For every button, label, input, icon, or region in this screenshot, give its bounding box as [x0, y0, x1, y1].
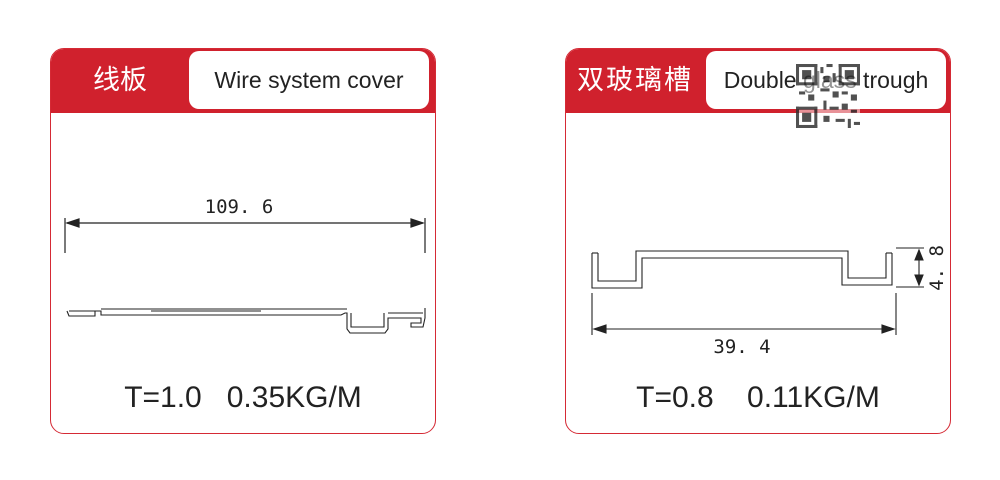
height-dimension — [896, 247, 924, 288]
chinese-title: 双玻璃槽 — [577, 65, 693, 96]
profile-drawing: 4. 8 39. 4 — [591, 245, 948, 358]
card-header: 线板 Wire system cover — [51, 49, 435, 113]
trough-profile — [591, 250, 893, 289]
height-label: 4. 8 — [926, 245, 948, 291]
profile-drawing: 109. 6 — [64, 196, 426, 334]
wire-cover-profile — [66, 308, 426, 334]
spec-text: T=1.0 0.35KG/M — [124, 381, 362, 414]
width-dimension — [591, 293, 897, 335]
english-title: Wire system cover — [214, 67, 404, 93]
english-title-box: Wire system cover — [189, 51, 429, 109]
width-label: 39. 4 — [713, 336, 770, 358]
product-card-wire-cover: 线板 Wire system cover 109. 6 T=1.0 0.35KG… — [50, 48, 436, 434]
qr-code-icon — [796, 64, 860, 128]
product-card-double-glass-trough: 双玻璃槽 Double glass trough 4. 8 — [565, 48, 951, 434]
chinese-title: 线板 — [93, 65, 147, 96]
dimension-line — [64, 218, 426, 253]
spec-text: T=0.8 0.11KG/M — [636, 381, 880, 414]
dimension-label: 109. 6 — [205, 196, 274, 218]
card-header: 双玻璃槽 Double glass trough — [566, 49, 950, 113]
